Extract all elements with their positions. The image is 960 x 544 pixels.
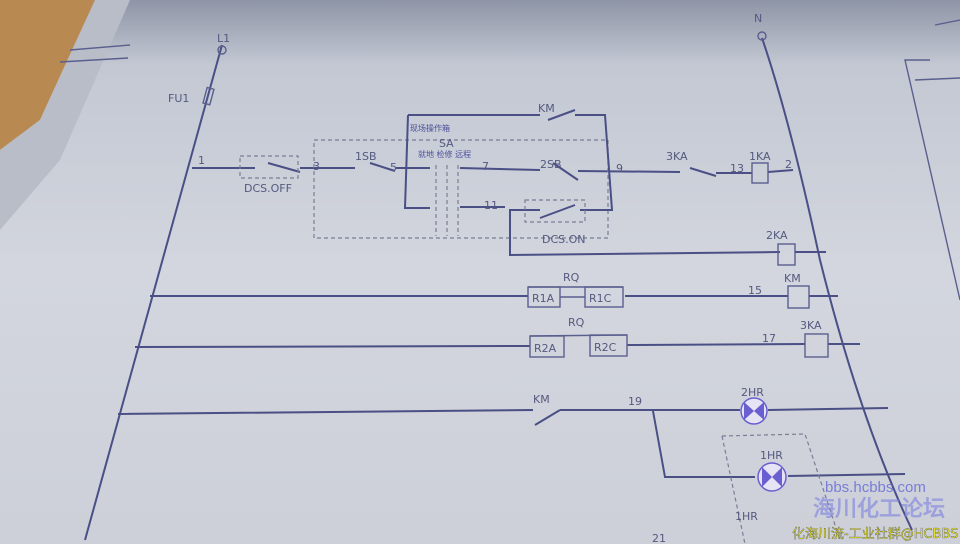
label-1sb: 1SB (355, 150, 377, 163)
label-r1c: R1C (589, 292, 612, 305)
label-2ka: 2KA (766, 229, 788, 242)
label-sa: SA (439, 137, 454, 150)
wire-15: 15 (748, 284, 762, 297)
fuse-fu1-icon (202, 86, 215, 106)
label-3ka-contact: 3KA (666, 150, 688, 163)
wire-km-lamp-row (117, 407, 889, 426)
coil-1ka-icon (751, 162, 769, 184)
l1-terminal-icon (217, 45, 227, 55)
wire-11: 11 (484, 199, 498, 212)
label-r2c: R2C (594, 341, 617, 354)
label-r2a: R2A (534, 342, 557, 355)
wire-3: 3 (313, 160, 320, 173)
wire-17: 17 (762, 332, 776, 345)
table-edge (0, 0, 95, 150)
label-2sb: 2SB (540, 158, 562, 171)
dcs-on-contact-icon (539, 204, 576, 219)
dcs-off-box (239, 155, 299, 179)
n-terminal-icon (757, 31, 767, 41)
lamp-1hr-icon (757, 462, 787, 492)
adjacent-table-lines (904, 19, 960, 301)
n-rail (761, 37, 913, 531)
watermark-url: bbs.hcbbs.com (825, 479, 926, 496)
label-field-box: 现场操作箱 (410, 123, 450, 133)
wire-13: 13 (730, 162, 744, 175)
wire-7: 7 (482, 160, 489, 173)
label-3ka-coil: 3KA (800, 319, 822, 332)
label-2hr: 2HR (741, 386, 764, 399)
coil-km-icon (787, 285, 810, 309)
adjacent-sheet-lines (59, 44, 131, 63)
l1-rail (84, 44, 223, 541)
watermark-community: 化海川流-工业社群@HCBBS (792, 526, 958, 542)
label-1hr-bottom: 1HR (735, 510, 758, 523)
label-fu1: FU1 (168, 92, 189, 105)
label-sa-modes: 就地 检修 远程 (418, 149, 471, 159)
lamp-2hr-icon (740, 397, 768, 425)
wire-21: 21 (652, 532, 666, 544)
wire-9: 9 (616, 162, 623, 175)
label-1ka: 1KA (749, 150, 771, 163)
label-km-contact: KM (533, 393, 550, 406)
label-n: N (754, 12, 762, 25)
label-km-top: KM (538, 102, 555, 115)
watermark-forum: 海川化工论坛 (813, 496, 945, 522)
dcs-on-box (524, 199, 586, 223)
wire-19: 19 (628, 395, 642, 408)
label-km-coil: KM (784, 272, 801, 285)
label-1hr: 1HR (760, 449, 783, 462)
wire-row-1-left (192, 162, 430, 173)
wire-1: 1 (198, 154, 205, 167)
paper-underneath (0, 0, 130, 230)
lamp-box-outline (721, 433, 841, 544)
wire-holding-loop (403, 109, 781, 257)
wire-rq2-row (134, 343, 860, 348)
label-dcs-off: DCS.OFF (244, 182, 292, 195)
wire-5: 5 (390, 161, 397, 174)
coil-2ka-icon (777, 243, 796, 266)
wire-2: 2 (785, 158, 792, 171)
label-r1a: R1A (532, 292, 555, 305)
label-rq2: RQ (568, 316, 585, 329)
wire-1hr-row (652, 410, 906, 478)
field-box-outline (313, 139, 609, 239)
coil-3ka-icon (804, 333, 829, 358)
wire-row-1-right (459, 162, 794, 181)
label-rq1: RQ (563, 271, 580, 284)
label-l1: L1 (217, 32, 230, 45)
label-dcs-on: DCS.ON (542, 233, 586, 246)
sa-switch-linkage (435, 165, 459, 236)
